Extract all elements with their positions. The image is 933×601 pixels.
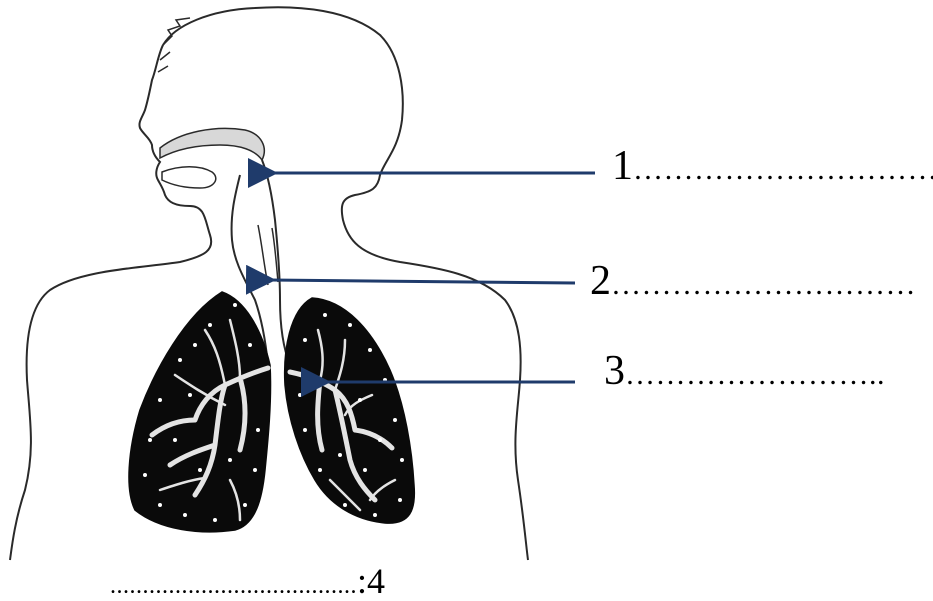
label-3: 3…………………….. xyxy=(604,350,885,392)
arrow-2 xyxy=(270,280,575,283)
label-2-blank[interactable]: ………………………… xyxy=(611,268,916,301)
label-4-blank[interactable]: ...................................... xyxy=(110,573,357,599)
label-1: 1………………………… xyxy=(612,145,933,187)
mouth-cavity xyxy=(162,167,216,188)
label-4: ......................................:4 xyxy=(110,560,385,600)
esophagus xyxy=(258,225,278,285)
label-2-number: 2 xyxy=(590,258,611,304)
label-1-blank[interactable]: ………………………… xyxy=(633,153,933,186)
nasal-cavity xyxy=(160,128,264,160)
label-1-number: 1 xyxy=(612,143,633,189)
label-3-number: 3 xyxy=(604,348,625,394)
label-2: 2………………………… xyxy=(590,260,916,302)
label-3-blank[interactable]: …………………….. xyxy=(625,358,885,391)
label-4-number: :4 xyxy=(357,561,385,601)
